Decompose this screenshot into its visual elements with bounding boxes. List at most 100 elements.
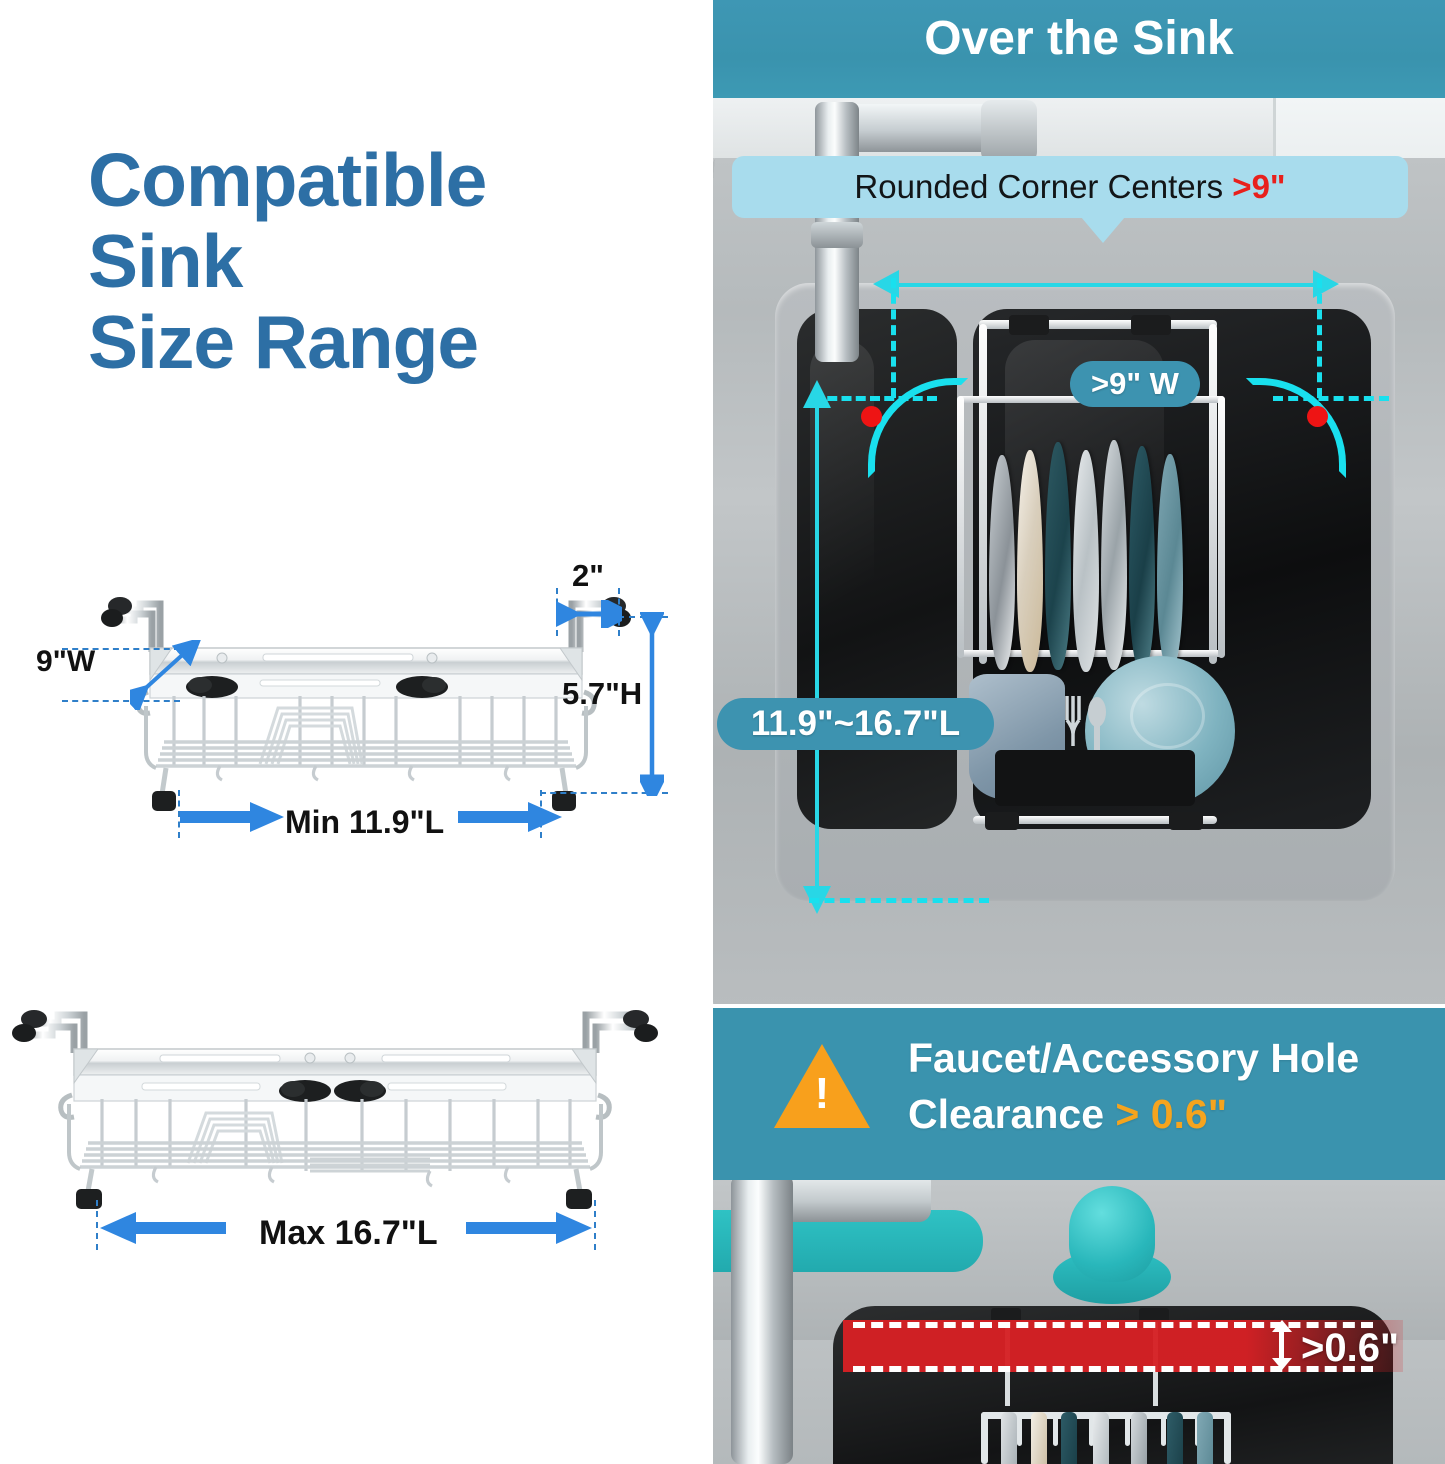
cutlery: [1059, 686, 1115, 798]
width-arrow-right: [1313, 270, 1339, 298]
dim-label-min-length: Min 11.9"L: [285, 804, 445, 840]
rack-bottom-bar: [973, 816, 1217, 824]
rounded-corner-callout: Rounded Corner Centers >9": [732, 156, 1408, 218]
faucet-head: [981, 100, 1037, 162]
clearance-label: >0.6": [1301, 1326, 1399, 1370]
teal-dispenser: [1069, 1186, 1155, 1282]
badge-sink-length-label: 11.9"~16.7"L: [750, 704, 961, 743]
sink-photo-bottom: >0.6": [713, 1180, 1445, 1464]
rack-black-tray: [995, 750, 1195, 806]
badge-sink-length: 11.9"~16.7"L: [717, 698, 994, 750]
clearance-dash-bottom: [853, 1366, 1373, 1372]
cutlery-svg: [1065, 696, 1106, 770]
bottom-plate-5: [1131, 1412, 1147, 1464]
plate-4: [1073, 450, 1099, 672]
faucet-clearance-section: Faucet/Accessory Hole Clearance > 0.6": [713, 1008, 1445, 1464]
width-measure-line: [893, 283, 1318, 287]
guide-9w-upper: [62, 648, 180, 650]
dim-label-height: 5.7"H: [562, 676, 643, 711]
corner-guide-left: [813, 396, 937, 401]
rack-top-bar: [979, 320, 1217, 329]
bottom-plate-7: [1197, 1412, 1213, 1464]
bottom-rack-divider-5: [1161, 1412, 1166, 1446]
arrow-9w: [130, 640, 202, 710]
corner-guide-right: [1273, 396, 1389, 401]
arrow-2in: [556, 600, 622, 628]
page-title-line-1: Compatible: [88, 138, 487, 222]
faucet-clearance-header: Faucet/Accessory Hole Clearance > 0.6": [713, 1008, 1445, 1180]
over-the-sink-title: Over the Sink: [924, 12, 1234, 65]
guide-9w-lower: [62, 700, 180, 702]
rack-frame-left: [957, 396, 964, 658]
plate-3: [1045, 442, 1071, 670]
guide-max-right: [594, 1200, 596, 1250]
plate-1: [989, 455, 1015, 670]
width-tick-left: [891, 278, 896, 398]
rack-foot-right: [1169, 812, 1203, 830]
dim-label-width: 9"W: [36, 645, 96, 678]
clearance-arrow: [1279, 1325, 1284, 1367]
dim-label-arm: 2": [572, 558, 604, 593]
guide-h-bottom: [540, 792, 668, 794]
badge-sink-width: >9" W: [1070, 361, 1200, 407]
page-title-line-3: Size Range: [88, 300, 479, 384]
rack-foot-left: [985, 812, 1019, 830]
bottom-rack-divider-4: [1125, 1412, 1130, 1446]
bottom-rack-divider-1: [1017, 1412, 1022, 1446]
corner-center-dot-left: [861, 406, 882, 427]
right-panel: Over the Sink: [713, 0, 1445, 1464]
clearance-band: [843, 1320, 1403, 1372]
clearance-arrow-down: [1272, 1358, 1292, 1370]
page-title-line-2: Sink: [88, 219, 243, 303]
rack-hook-clip-left: [991, 1308, 1021, 1322]
guide-min-left: [178, 790, 180, 838]
dim-label-max-length: Max 16.7"L: [259, 1214, 438, 1252]
bottom-rack-divider-2: [1053, 1412, 1058, 1446]
bottom-plate-6: [1167, 1412, 1183, 1464]
left-panel: Compatible Sink Size Range: [0, 0, 713, 1464]
clearance-header-prefix: Clearance: [908, 1091, 1116, 1137]
clearance-header-line-2: Clearance > 0.6": [908, 1091, 1227, 1138]
rack-diagram-extended: [10, 995, 660, 1215]
over-the-sink-section: Over the Sink: [713, 0, 1445, 1008]
page-title: Compatible Sink Size Range: [88, 140, 688, 383]
arrow-min-left: [180, 802, 284, 832]
length-measure-line: [815, 398, 819, 896]
rack-top-clip-left: [1009, 315, 1049, 335]
bottom-plate-4: [1093, 1412, 1109, 1464]
guide-max-left: [96, 1200, 98, 1250]
plate-2: [1017, 450, 1043, 672]
callout-text: Rounded Corner Centers >9": [854, 168, 1285, 206]
badge-sink-width-label: >9" W: [1091, 366, 1179, 401]
bottom-plate-1: [1001, 1412, 1017, 1464]
clearance-dash-top: [853, 1322, 1373, 1328]
plate-7: [1157, 454, 1183, 670]
corner-center-dot-right: [1307, 406, 1328, 427]
arrow-max-right: [466, 1212, 592, 1244]
arrow-min-right: [458, 802, 562, 832]
plate-5: [1101, 440, 1127, 670]
plate-6: [1129, 446, 1155, 672]
rack-svg-extended: [12, 1010, 658, 1209]
faucet-bottom: [713, 1180, 943, 1464]
bottom-plate-2: [1031, 1412, 1047, 1464]
rack-top-clip-right: [1131, 315, 1171, 335]
bottom-rack-divider-3: [1089, 1412, 1094, 1446]
bottom-plate-3: [1061, 1412, 1077, 1464]
callout-pointer: [1081, 217, 1125, 243]
faucet-collar: [811, 222, 863, 248]
length-arrow-top: [803, 380, 831, 408]
rack-side-left: [979, 324, 987, 664]
rack-frame-right: [1218, 396, 1225, 658]
rack-lower-tray: [963, 646, 1235, 806]
clearance-arrow-up: [1272, 1320, 1292, 1332]
bottom-rack-side-left: [981, 1412, 988, 1464]
clearance-header-line-1: Faucet/Accessory Hole: [908, 1035, 1360, 1081]
bottom-rack-side-right: [1224, 1412, 1231, 1464]
dish-rack-in-sink: [957, 315, 1253, 830]
sink-photo-top: >9" W 11.9"~16.7"L Rounded Corner Center…: [713, 98, 1445, 1008]
over-the-sink-header: Over the Sink: [713, 0, 1445, 98]
arrow-max-left: [100, 1212, 226, 1244]
section-divider: [713, 1004, 1445, 1008]
